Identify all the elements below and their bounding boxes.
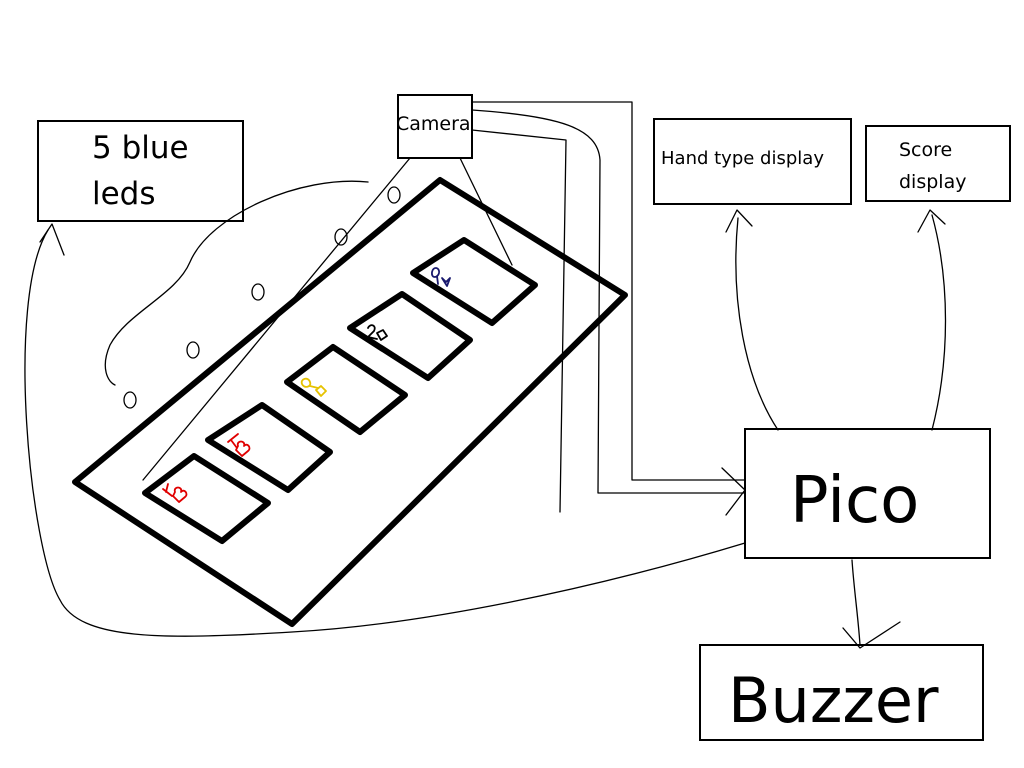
- card-4-mark: [367, 324, 388, 341]
- card-slot-3: [284, 344, 408, 435]
- card-tray: [72, 177, 628, 627]
- score-display-arrowhead: [917, 209, 946, 233]
- pico-to-leds-wire: [24, 229, 746, 637]
- score-display-node: Score display: [865, 125, 1011, 202]
- pico-to-score-display-wire: [931, 214, 947, 431]
- pico-to-hand-display-wire: [735, 217, 779, 431]
- card-3-mark: [300, 377, 327, 397]
- card-1-mark: [162, 483, 188, 503]
- leds-label-line1: 5 blue: [92, 130, 189, 166]
- score-display-label-line1: Score: [899, 139, 952, 161]
- hand-type-display-node: Hand type display: [653, 118, 852, 205]
- led-indicators: [123, 186, 401, 409]
- card-slot-1: [142, 453, 271, 544]
- score-display-label-line2: display: [899, 171, 966, 193]
- led-4: [334, 228, 348, 246]
- card-5-mark: [431, 267, 451, 287]
- hand-display-arrowhead: [725, 209, 753, 233]
- card-slot-4: [347, 291, 473, 381]
- led-wire: [104, 180, 369, 386]
- camera-node: Camera: [396, 94, 473, 159]
- led-5: [387, 186, 401, 204]
- led-3: [251, 283, 265, 301]
- leds-arrowhead: [39, 223, 65, 256]
- leds-label-line2: leds: [92, 176, 156, 212]
- pico-node: Pico: [744, 428, 991, 559]
- card-slot-5: [410, 237, 538, 326]
- led-2: [186, 341, 200, 359]
- card-2-mark: [227, 433, 251, 457]
- buzzer-arrowhead: [842, 621, 901, 649]
- buzzer-node: Buzzer: [699, 644, 984, 741]
- card-slot-2: [205, 402, 333, 493]
- hand-type-display-label: Hand type display: [661, 148, 824, 169]
- led-1: [123, 391, 137, 409]
- camera-to-pico-wires: [471, 101, 746, 516]
- pico-to-buzzer-wire: [851, 559, 861, 646]
- pico-label: Pico: [790, 464, 919, 538]
- leds-node: 5 blue leds: [37, 120, 244, 222]
- camera-label: Camera: [396, 113, 471, 135]
- camera-view-lines: [142, 157, 513, 481]
- buzzer-label: Buzzer: [728, 664, 939, 737]
